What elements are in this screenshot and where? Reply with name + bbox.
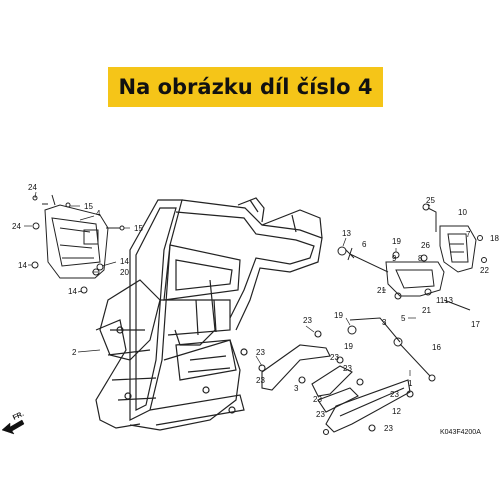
front-arrow-icon: [1, 419, 25, 435]
callout-19: 19: [344, 342, 353, 351]
callout-22: 22: [480, 266, 489, 275]
bolts: [337, 246, 471, 382]
callout-21: 21: [377, 286, 386, 295]
callout-17: 17: [471, 320, 480, 329]
callout-12: 12: [392, 407, 401, 416]
callout-23: 23: [390, 390, 399, 399]
callout-23: 23: [256, 376, 265, 385]
callout-23: 23: [384, 424, 393, 433]
callout-24: 24: [28, 183, 37, 192]
callout-3: 3: [382, 318, 387, 327]
callout-14: 14: [68, 287, 77, 296]
callout-19: 19: [334, 311, 343, 320]
callout-13: 13: [444, 296, 453, 305]
callout-14: 14: [120, 257, 129, 266]
callout-23: 23: [330, 353, 339, 362]
callout-16: 16: [432, 343, 441, 352]
leader-lines: [24, 191, 431, 376]
diagram-code: K043F4200A: [440, 429, 481, 436]
callout-15: 15: [84, 202, 93, 211]
callout-24: 24: [12, 222, 21, 231]
front-bracket-assembly: [31, 194, 125, 294]
callout-1: 1: [408, 379, 413, 388]
callout-10: 10: [458, 208, 467, 217]
callout-labels: 24 15 4 24 15 14 14 20 14 2 25 10 13 6 1…: [12, 183, 499, 433]
callout-4: 4: [96, 209, 101, 218]
lower-stays: [258, 330, 414, 436]
callout-18: 18: [490, 234, 499, 243]
callout-23: 23: [343, 364, 352, 373]
callout-23: 23: [316, 410, 325, 419]
part-number-banner: Na obrázku díl číslo 4: [108, 67, 383, 107]
callout-7: 7: [466, 230, 471, 239]
engine-hanger: [385, 251, 445, 300]
callout-23: 23: [303, 316, 312, 325]
callout-13: 13: [342, 229, 351, 238]
callout-8: 8: [418, 254, 423, 263]
callout-9: 9: [392, 254, 397, 263]
front-direction-indicator: FR.: [1, 411, 25, 435]
callout-14: 14: [18, 261, 27, 270]
callout-23: 23: [256, 348, 265, 357]
callout-19: 19: [392, 237, 401, 246]
callout-21: 21: [422, 306, 431, 315]
callout-6: 6: [362, 240, 367, 249]
banner-text: Na obrázku díl číslo 4: [118, 75, 373, 99]
callout-2: 2: [72, 348, 77, 357]
callout-5: 5: [401, 314, 406, 323]
main-frame: [95, 197, 323, 431]
callout-3: 3: [294, 384, 299, 393]
callout-23: 23: [313, 395, 322, 404]
callout-11: 11: [436, 296, 445, 305]
callout-26: 26: [421, 241, 430, 250]
callout-25: 25: [426, 196, 435, 205]
front-label: FR.: [12, 411, 25, 422]
rear-bracket-assembly: [422, 203, 487, 273]
callout-15: 15: [134, 224, 143, 233]
callout-20: 20: [120, 268, 129, 277]
